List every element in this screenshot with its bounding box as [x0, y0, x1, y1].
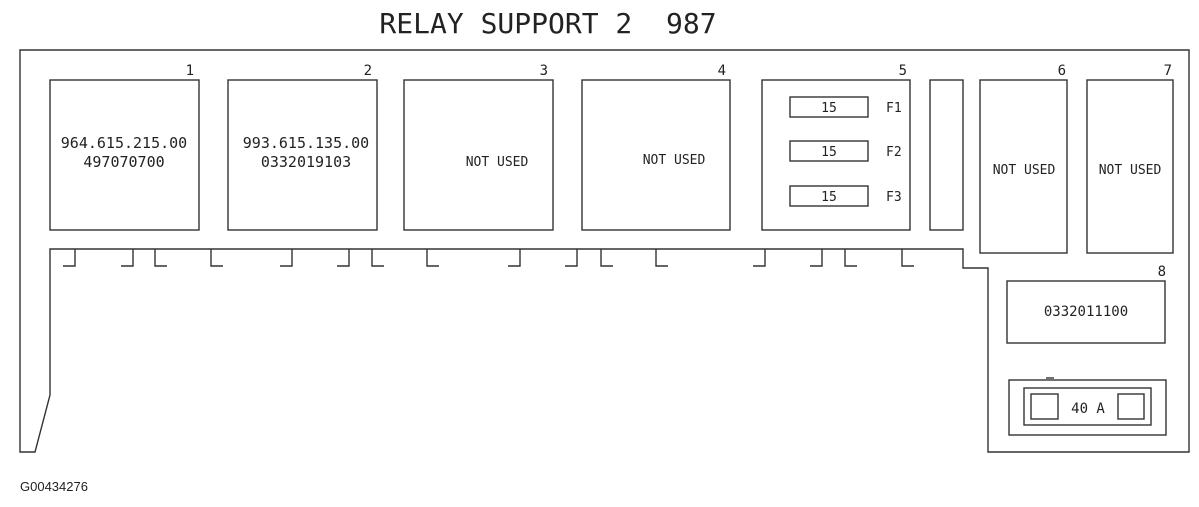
terminal-clip: [810, 249, 823, 267]
relay-2-box: [227, 79, 378, 231]
terminal-clip: [600, 249, 613, 267]
fuse-f1-rating: 15: [821, 101, 837, 116]
relay-1-box: [49, 79, 200, 231]
fuse-f2-rating: 15: [821, 145, 837, 160]
relay-2: 2 993.615.135.00 0332019103: [227, 63, 378, 231]
fuse-f1: [789, 96, 869, 118]
fuse-f1-label: F1: [886, 101, 902, 116]
relay-1-code: 497070700: [83, 153, 164, 171]
relay-1-number: 1: [186, 63, 194, 79]
narrow-slot: [929, 79, 964, 231]
terminal-clip: [844, 249, 857, 267]
terminal-clip: [371, 249, 384, 267]
relay-4-box: [581, 79, 731, 231]
relay-6-box: [979, 79, 1068, 254]
relay-3-number: 3: [540, 63, 548, 79]
housing-outline: [19, 49, 1190, 453]
terminal-clip: [753, 249, 766, 267]
terminal-clip: [337, 249, 350, 267]
terminal-clip: [655, 249, 668, 267]
terminal-clip: [426, 249, 439, 267]
relay-4: 4 NOT USED: [581, 63, 731, 231]
relay-4-number: 4: [718, 63, 726, 79]
relay-7-number: 7: [1164, 63, 1172, 79]
fuse-block-number: 5: [899, 63, 907, 79]
terminal-clip: [901, 249, 914, 267]
main-fuse: 40 A: [1008, 377, 1167, 436]
relay-7-box: [1086, 79, 1174, 254]
fuse-f3: [789, 185, 869, 207]
fuse-f3-rating: 15: [821, 190, 837, 205]
diagram-title: RELAY SUPPORT 2 987: [379, 7, 716, 40]
fuse-f2: [789, 140, 869, 162]
relay-1: 1 964.615.215.00 497070700: [49, 63, 200, 231]
main-fuse-terminal-left: [1030, 393, 1059, 420]
relay-6-number: 6: [1058, 63, 1066, 79]
relay-2-part-number: 993.615.135.00: [243, 134, 369, 152]
fuse-block-5: 5 15 F1 15 F2 15 F3: [761, 63, 911, 231]
relay-2-number: 2: [364, 63, 372, 79]
relay-6-label: NOT USED: [993, 163, 1056, 178]
relay-3-label: NOT USED: [466, 155, 529, 170]
relay-8-number: 8: [1158, 264, 1166, 280]
fuse-f2-label: F2: [886, 145, 902, 160]
terminal-clip: [565, 249, 578, 267]
relay-2-code: 0332019103: [261, 153, 351, 171]
relay-3-box: [403, 79, 554, 231]
relay-7-label: NOT USED: [1099, 163, 1162, 178]
terminal-clip: [121, 249, 134, 267]
relay-6: 6 NOT USED: [979, 63, 1068, 254]
main-fuse-rating: 40 A: [1071, 401, 1105, 417]
terminal-clip: [508, 249, 521, 267]
figure-code: G00434276: [20, 479, 88, 494]
relay-7: 7 NOT USED: [1086, 63, 1174, 254]
fuse-f3-label: F3: [886, 190, 902, 205]
terminal-clip: [280, 249, 293, 267]
relay-4-label: NOT USED: [643, 153, 706, 168]
terminal-clips: [63, 249, 914, 267]
terminal-clip: [63, 249, 76, 267]
relay-8-box: [1006, 280, 1166, 344]
main-fuse-terminal-right: [1117, 393, 1145, 420]
relay-3: 3 NOT USED: [403, 63, 554, 231]
relay-1-part-number: 964.615.215.00: [61, 134, 187, 152]
terminal-clip: [210, 249, 223, 267]
relay-8-code: 0332011100: [1044, 304, 1128, 320]
terminal-clip: [154, 249, 167, 267]
relay-8: 8 0332011100: [1006, 264, 1166, 344]
